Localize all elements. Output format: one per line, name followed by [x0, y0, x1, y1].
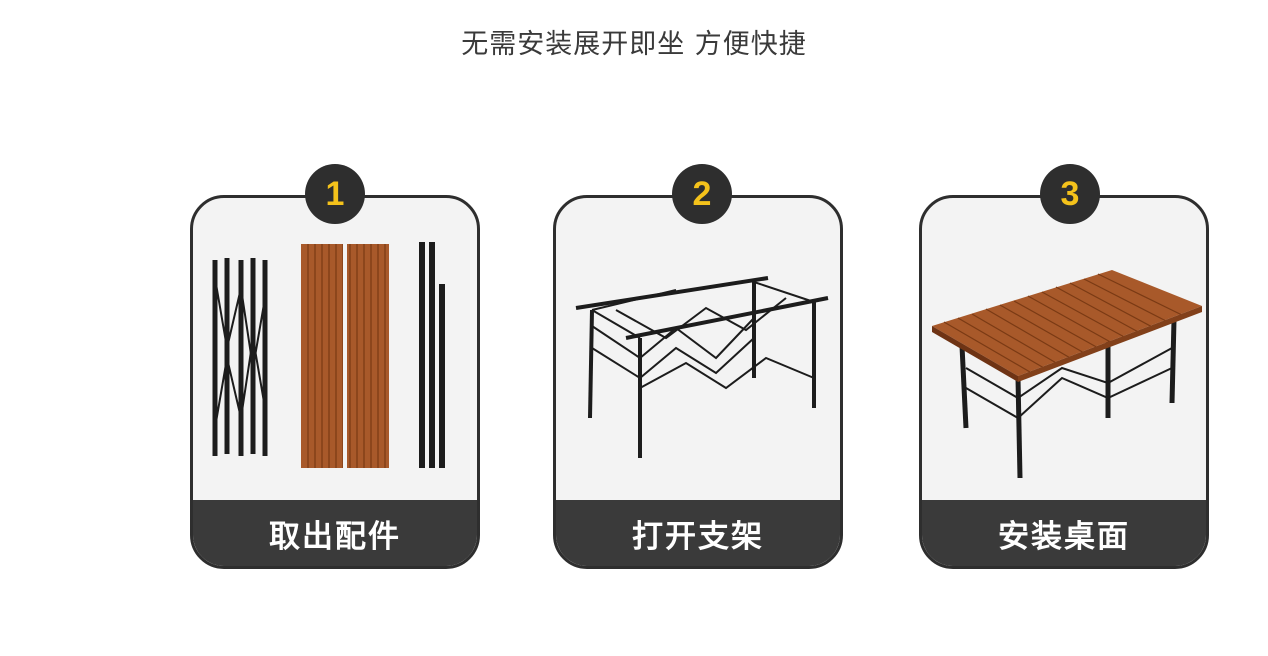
step-badge-2: 2	[672, 164, 732, 224]
folded-parts-illustration	[193, 198, 477, 506]
open-frame-illustration	[556, 198, 840, 506]
table-legs	[959, 319, 1177, 479]
page-headline: 无需安装展开即坐 方便快捷	[461, 29, 807, 60]
step-badge-3: 3	[1040, 164, 1100, 224]
step-card-2: 打开支架	[553, 195, 843, 569]
step-caption-2: 打开支架	[556, 500, 840, 566]
tabletop	[932, 270, 1202, 382]
step-caption-1: 取出配件	[193, 500, 477, 566]
step-card-1: 取出配件	[190, 195, 480, 569]
support-poles	[419, 242, 445, 468]
step-badge-1: 1	[305, 164, 365, 224]
table-frame	[575, 276, 829, 458]
step-caption-3: 安装桌面	[922, 500, 1206, 566]
step-card-3: 安装桌面	[919, 195, 1209, 569]
folded-frame	[212, 258, 268, 456]
wood-slats	[301, 244, 389, 468]
assembled-table-illustration	[922, 198, 1206, 506]
